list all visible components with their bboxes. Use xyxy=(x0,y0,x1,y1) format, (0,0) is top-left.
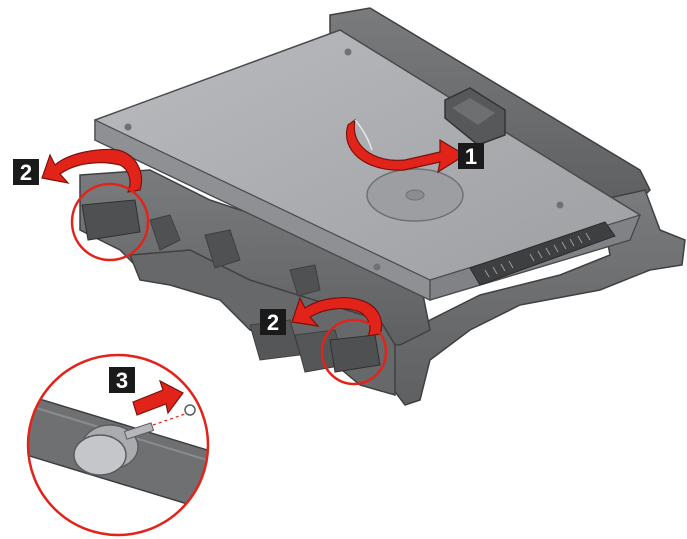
step2-left-detail-circle xyxy=(70,182,150,262)
step2-right-rotate-arrow-icon xyxy=(291,296,383,337)
rear-latch xyxy=(444,87,506,146)
step2-right-detail-circle xyxy=(320,318,388,386)
screw-hole xyxy=(184,404,196,416)
step-badge-3: 3 xyxy=(109,367,135,393)
step-badge-2-right: 2 xyxy=(260,309,286,335)
step-badge-2-right-label: 2 xyxy=(267,310,279,335)
right-release-tab xyxy=(329,334,381,373)
step3-straight-arrow-icon xyxy=(132,379,184,416)
step2-left-rotate-arrow-icon xyxy=(41,148,143,193)
thumbscrew xyxy=(73,422,155,476)
step1-rotate-arrow-icon xyxy=(345,118,467,174)
step-badge-1: 1 xyxy=(458,143,484,169)
step-badge-2-left-label: 2 xyxy=(20,160,32,185)
step-badge-2-left: 2 xyxy=(13,159,39,185)
step-badge-3-label: 3 xyxy=(116,368,128,393)
left-release-tab xyxy=(81,199,141,241)
step-badge-1-label: 1 xyxy=(465,144,477,169)
hard-drive xyxy=(94,29,642,301)
zoom-detail-circle xyxy=(26,353,210,537)
